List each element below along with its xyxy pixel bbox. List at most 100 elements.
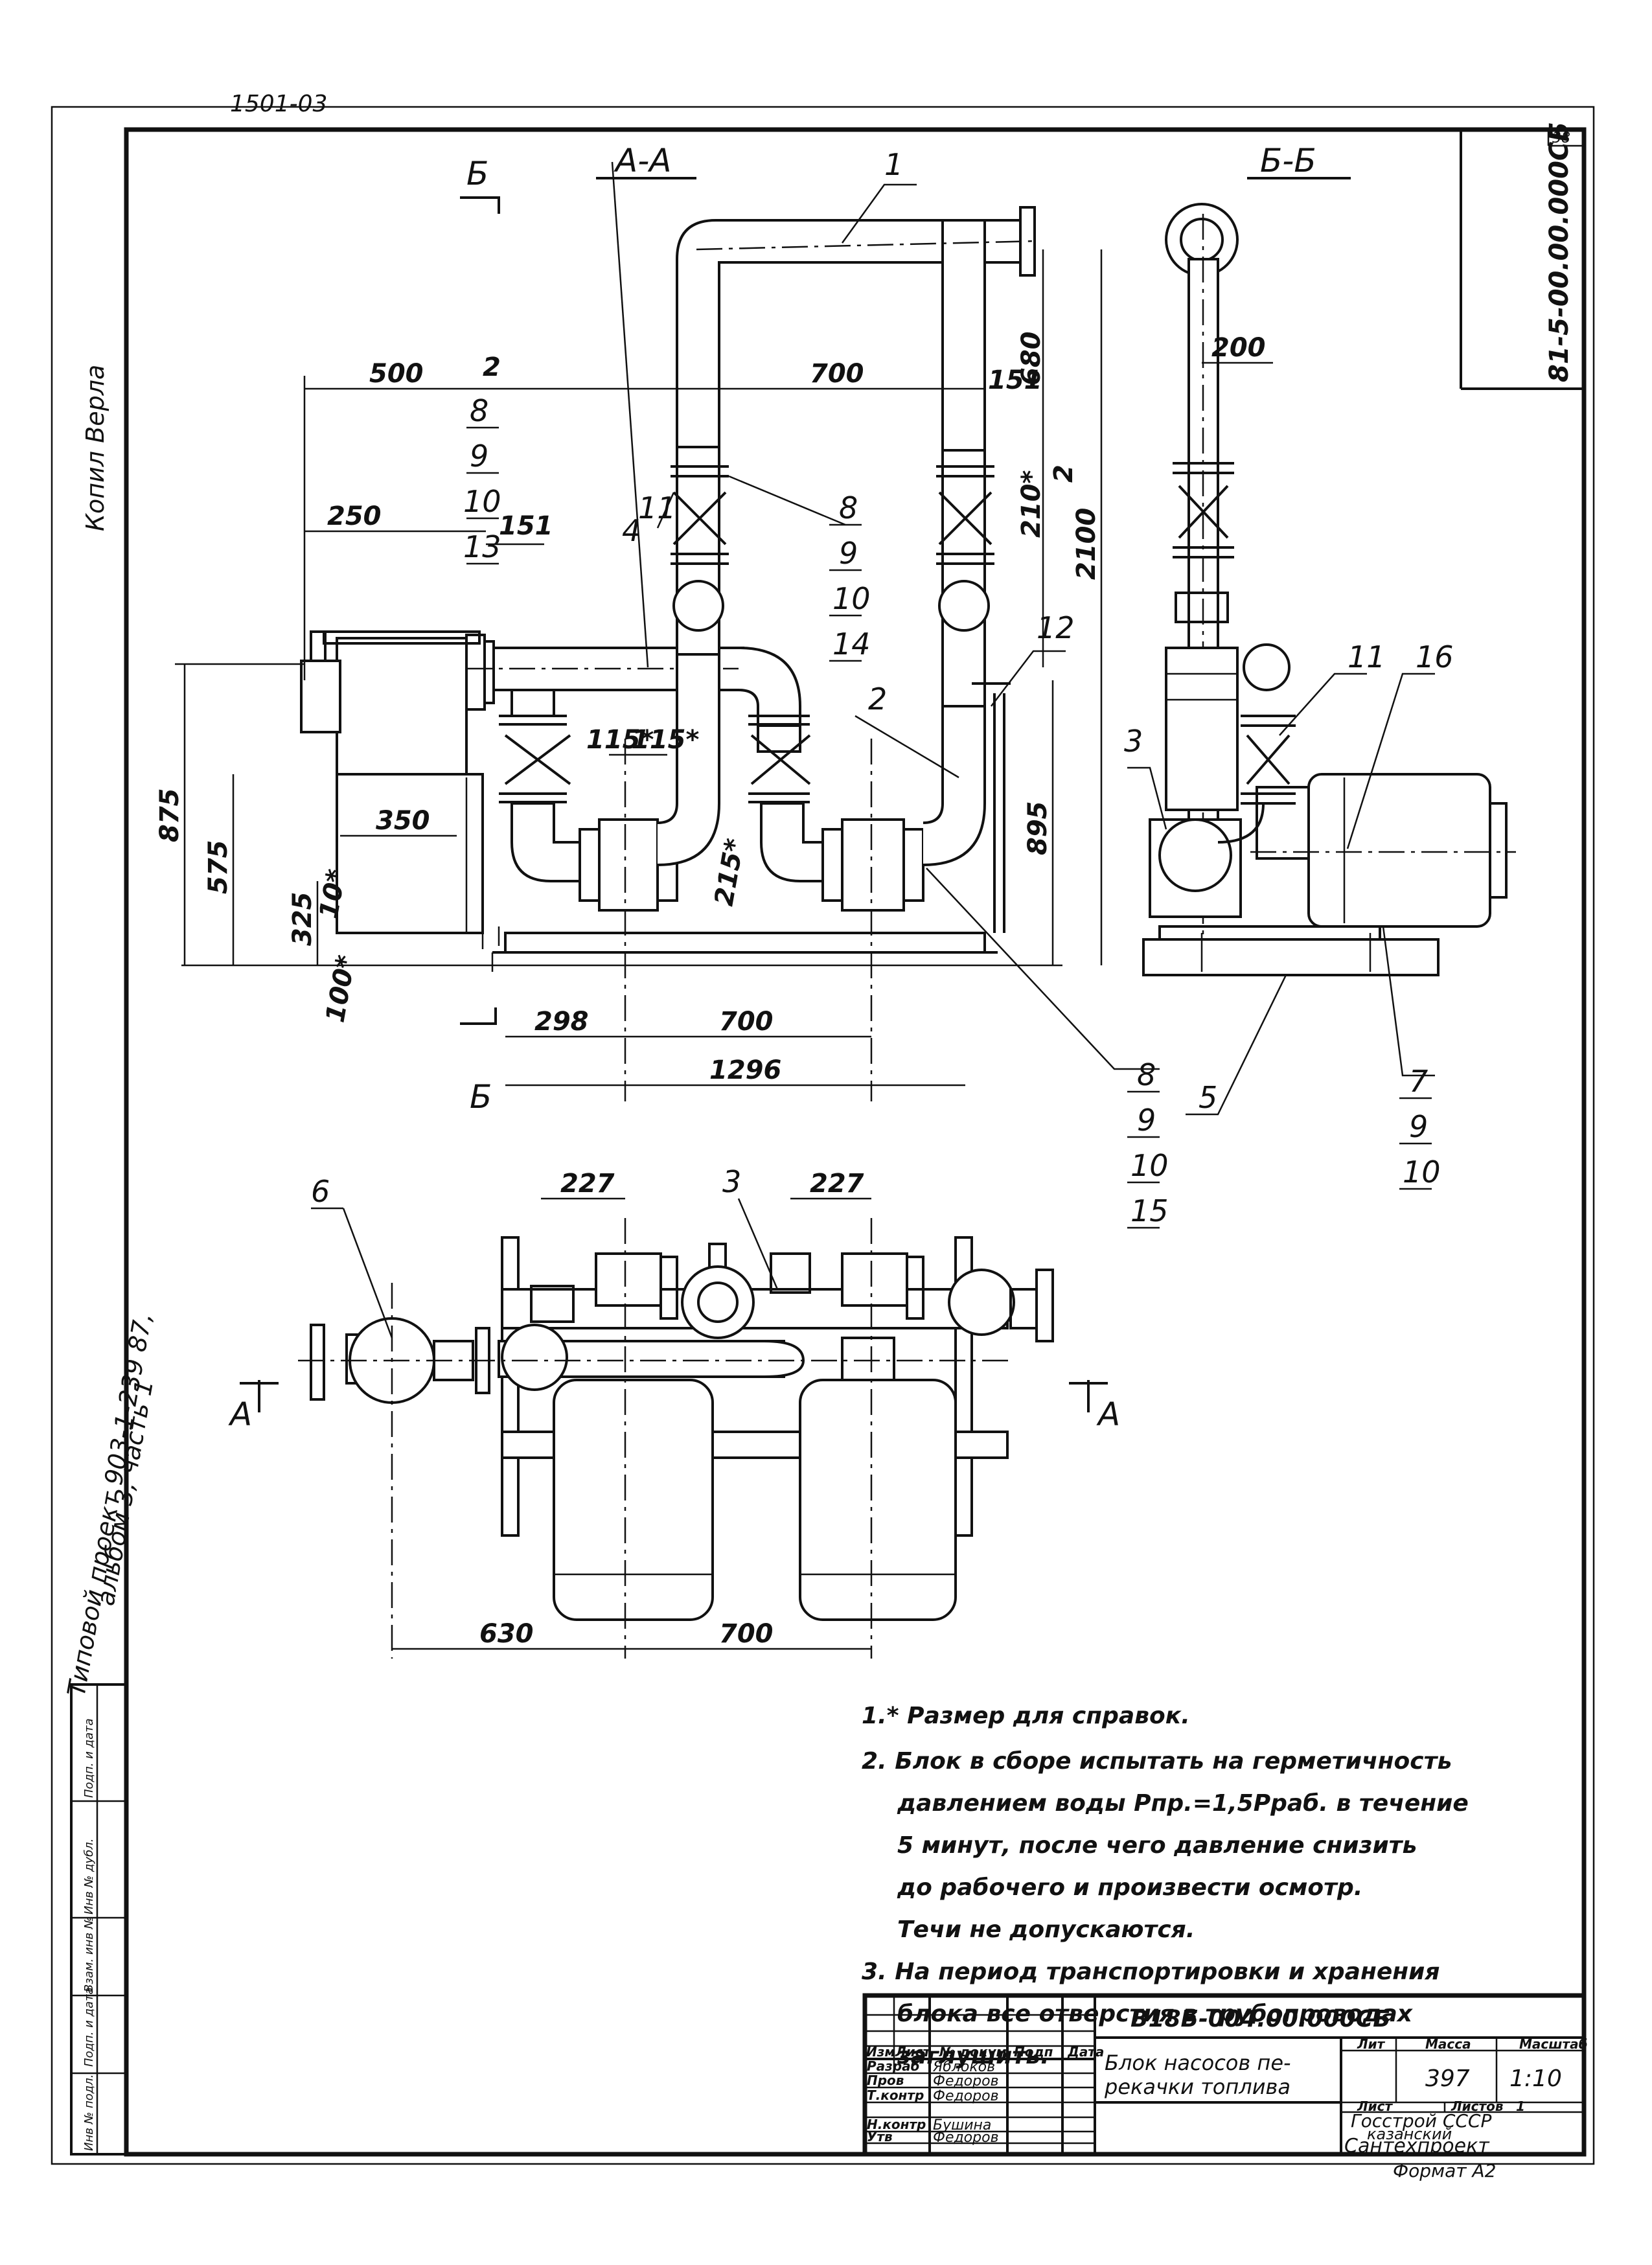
tb-name-3: Федоров [933,2088,999,2104]
callout-12: 12 [1037,610,1075,645]
section-aa-view [181,206,1062,1101]
tb-org-2: казанский [1367,2125,1452,2143]
callout-5: 5 [1199,1080,1217,1115]
callout-6: 6 [311,1174,330,1209]
side-copy-label: Копил Верла [81,365,109,531]
callout-11b: 11 [1348,639,1386,674]
tb-format: Формат А2 [1393,2160,1496,2181]
callout-bottom-15: 15 [1130,1193,1169,1228]
callout-bottom-9: 9 [1137,1103,1156,1138]
tb-head-list: Лист [895,2044,931,2060]
tb-mass-label: Масса [1425,2036,1471,2052]
dim-500: 500 [369,359,424,389]
tb-org-3: Сантехпроект [1344,2135,1490,2157]
dim-2100: 2100 [1072,508,1101,580]
cut-b-bottom: Б [470,1078,492,1116]
callout-right-10: 10 [1403,1155,1441,1190]
note-line-4: 5 минут, после чего давление снизить [897,1832,1417,1859]
callout-left-10: 10 [463,484,501,519]
dim-115b: 115* [632,725,699,755]
doc-code: В18Б-004.00.000СБ [1130,2006,1391,2032]
dim-215: 215* [709,836,750,908]
notes-block: 1.* Размер для справок. 2. Блок в сборе … [862,1703,1469,2069]
callout-left-8: 8 [470,393,488,428]
dim-227b: 227 [810,1169,864,1199]
callout-11a: 11 [638,490,676,525]
callout-mid-8: 8 [839,490,858,525]
tb-lit-label: Лит [1357,2036,1386,2052]
block-name-line-2: рекачки топлива [1104,2075,1291,2099]
left-stamp-strip [70,1683,128,2156]
note-line-5: до рабочего и произвести осмотр. [897,1874,1362,1901]
tb-role-1: Разраб [867,2058,920,2074]
dimension-lines-aa [175,249,1103,1087]
block-name-line-1: Блок насосов пе- [1105,2051,1291,2075]
callout-1: 1 [884,147,903,182]
dim-115a: 115* [586,725,654,755]
callout-right-9: 9 [1409,1109,1428,1144]
dim-100: 100* [321,953,361,1025]
note-line-3: давлением воды Рпр.=1,5Рраб. в течение [897,1790,1469,1817]
dim-250: 250 [327,501,382,531]
dim-700-top: 700 [810,359,864,389]
note-line-6: Течи не допускаются. [897,1916,1195,1943]
stamp-cell-2: Подп. и дата [82,1987,96,2067]
note-line-8: блока все отверстия в трубопроводах [897,2001,1414,2027]
dim-575: 575 [203,840,233,895]
tb-sheet-label: Лист [1357,2098,1393,2114]
dim-700-bot: 700 [719,1619,774,1649]
callout-bottom-10: 10 [1130,1148,1169,1183]
stamp-cell-5: Подп. и дата [82,1718,96,1798]
tb-head-doc: № докум [939,2044,1007,2060]
tb-name-5: Бушина [933,2117,991,2133]
tb-name-6: Федоров [933,2130,999,2146]
tb-name-1: Яблоков [932,2059,995,2075]
note-line-7: 3. На период транспортировки и хранения [862,1959,1440,1985]
callout-mid-14: 14 [832,627,871,661]
tb-org-1: Госстрой СССР [1351,2110,1491,2132]
dim-151a: 151 [988,365,1042,395]
rotated-code: 81-5-00.00.000СБ [1544,122,1574,382]
title-block [862,1993,1587,2157]
tb-role-3: Т.контр [867,2087,924,2103]
dim-298: 298 [534,1007,589,1037]
dim-210: 210* [1016,470,1046,538]
stamp-cell-3: Взам. инв № [82,1917,96,1993]
tb-role-2: Пров [867,2073,904,2088]
dim-200: 200 [1211,333,1266,363]
note-line-2: 2. Блок в сборе испытать на герметичност… [862,1748,1452,1775]
tb-sheets-label: Листов [1451,2098,1503,2114]
dim-350: 350 [376,806,430,836]
stamp-cell-4: Инв № дубл. [82,1839,96,1914]
dim-875: 875 [155,788,185,843]
plan-view [298,1218,1054,1659]
sheet-frame [51,106,1595,2165]
cut-a-right: А [1096,1396,1120,1433]
dim-1296: 1296 [709,1055,781,1085]
tb-head-sign: Подп [1014,2044,1053,2060]
tb-sheets-count: 1 [1516,2098,1525,2114]
tb-head-date: Дата [1067,2044,1104,2060]
dim-700-mid: 700 [719,1007,774,1037]
cut-a-left: А [228,1396,252,1433]
callout-left-13: 13 [463,529,501,564]
tb-mass: 397 [1425,2065,1470,2092]
stamp-cell-1: Инв № подл. [82,2075,96,2151]
callout-mid-10: 10 [832,581,871,616]
tb-role-6: Утв [867,2129,893,2144]
leader-lines-aa [466,161,1160,1229]
tb-role-5: Н.контр [867,2117,926,2132]
dim-10: 10* [314,867,352,921]
dim-2b: 2 [1049,465,1079,483]
dim-680: 680 [1016,332,1046,386]
callout-left-9: 9 [470,439,488,474]
callout-2: 2 [868,682,887,717]
tb-scale-label: Масштаб [1519,2036,1588,2052]
section-bb-view [1142,203,1516,976]
section-aa-title: А-А [614,142,671,179]
callout-4: 4 [622,513,641,548]
top-number: 1501-03 [230,91,327,117]
callout-16: 16 [1416,639,1454,674]
note-line-1: 1.* Размер для справок. [862,1703,1190,1729]
